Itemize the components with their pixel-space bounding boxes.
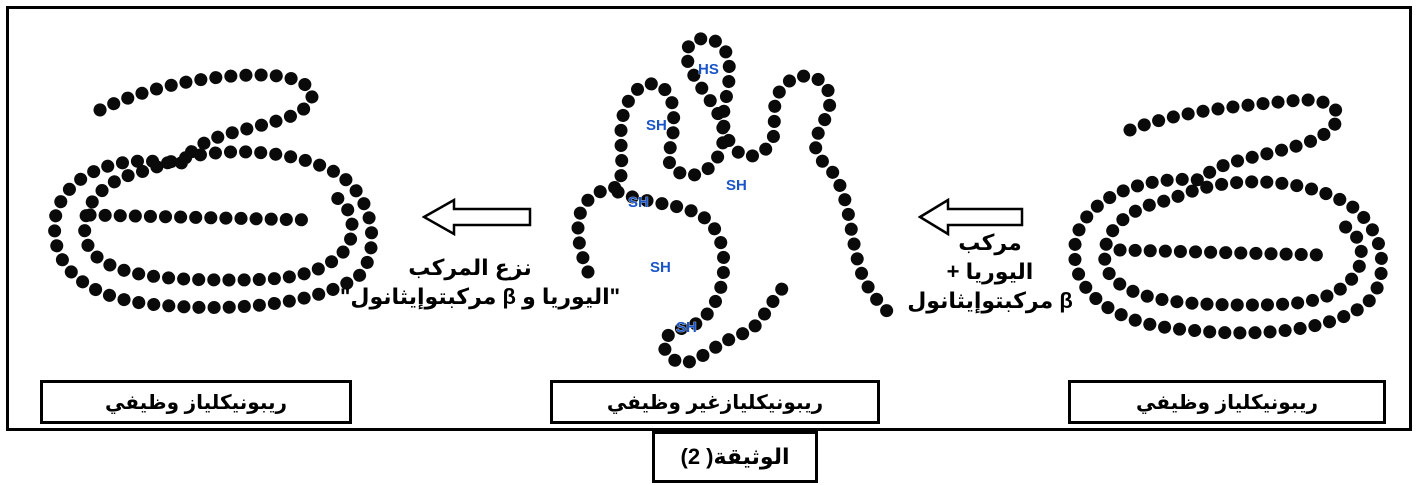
caption-text: الوثيقة( 2) <box>680 444 790 469</box>
arrow-label-remove-reagents: نزع المركب "اليوريا و β مركبتوإيثانول" <box>330 253 630 311</box>
sh-group-label: SH <box>676 319 697 336</box>
protein-chain <box>1068 93 1389 340</box>
label-text: ريبونيكلياز وظيفي <box>105 391 288 414</box>
protein-chain <box>48 68 379 314</box>
sh-group-label: SH <box>646 117 667 134</box>
label-right-panel: ريبونيكلياز وظيفي <box>1068 380 1386 424</box>
folded-protein-left <box>48 68 379 314</box>
arrow-label-line: β مركبتوإيثانول <box>907 288 1073 313</box>
label-text: ريبونيكليازغير وظيفي <box>606 391 824 414</box>
arrow-label-line: نزع المركب <box>408 255 532 280</box>
label-middle-panel: ريبونيكليازغير وظيفي <box>550 380 880 424</box>
document-frame <box>6 6 1412 431</box>
arrow-label-line: مركب <box>958 230 1022 255</box>
arrow-right-to-middle <box>918 197 1024 237</box>
label-left-panel: ريبونيكلياز وظيفي <box>40 380 352 424</box>
arrow-label-add-reagents: مركب اليوريا + β مركبتوإيثانول <box>905 228 1075 315</box>
document-caption: الوثيقة( 2) <box>652 431 818 483</box>
label-text: ريبونيكلياز وظيفي <box>1136 391 1319 414</box>
protein-chain <box>611 185 795 370</box>
sh-group-label: SH <box>726 177 747 194</box>
protein-chain <box>571 32 895 319</box>
unfolded-protein-middle: HS SH SH SH SH SH <box>571 32 895 370</box>
sh-group-label: SH <box>650 259 671 276</box>
folded-protein-right <box>1068 93 1389 340</box>
sh-group-label: HS <box>698 61 719 78</box>
arrow-label-line: اليوريا + <box>946 259 1034 284</box>
sh-group-label: SH <box>628 194 649 211</box>
arrow-label-line: "اليوريا و β مركبتوإيثانول" <box>339 284 621 309</box>
arrow-middle-to-left <box>422 197 532 237</box>
